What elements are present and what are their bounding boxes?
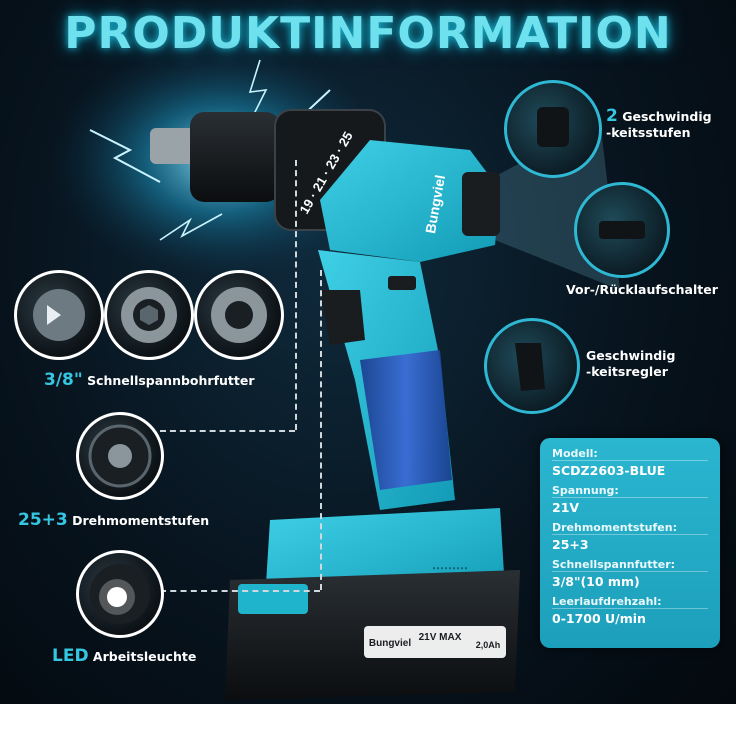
torque-detail — [76, 412, 164, 500]
spec-panel: Modell: SCDZ2603-BLUE Spannung: 21V Dreh… — [540, 438, 720, 648]
battery-brand: Bungviel — [369, 638, 411, 649]
chuck-nose — [150, 128, 200, 164]
spec-value: 25+3 — [552, 534, 708, 553]
trigger-detail — [484, 318, 580, 414]
chuck-detail-3 — [194, 270, 284, 360]
leader-led — [160, 590, 320, 592]
chuck-detail-2 — [104, 270, 194, 360]
lightning-4 — [248, 59, 268, 123]
spec-label: Schnellspannfutter: — [552, 558, 676, 571]
regulator-label: Geschwindig -keitsregler — [586, 348, 676, 379]
speed-switch-icon — [537, 107, 569, 147]
spec-value: 21V — [552, 497, 708, 516]
led-label: LED Arbeitsleuchte — [52, 646, 197, 666]
bottom-border — [0, 704, 736, 736]
grip-panel — [360, 350, 452, 490]
leader-led-up — [320, 270, 322, 590]
battery-clip — [238, 584, 308, 614]
chuck-label: 3/8" Schnellspannbohrfutter — [44, 370, 255, 390]
spec-label: Modell: — [552, 447, 598, 460]
spec-value: SCDZ2603-BLUE — [552, 460, 708, 479]
reverse-switch-icon — [599, 221, 645, 239]
trigger-icon — [515, 343, 545, 391]
spec-value: 3/8"(10 mm) — [552, 571, 708, 590]
torque-label: 25+3 Drehmomentstufen — [18, 510, 210, 530]
leader-torque — [160, 430, 295, 432]
battery-capacity: 2,0Ah — [476, 640, 501, 650]
chuck-icon — [33, 289, 85, 341]
led-detail — [76, 550, 164, 638]
base-engraving: ⋯⋯⋯ — [432, 561, 468, 575]
reverse-switch-detail — [574, 182, 670, 278]
trigger — [320, 290, 365, 345]
reverse-lever — [388, 276, 416, 290]
led-icon — [90, 564, 150, 624]
lightning-3 — [159, 213, 223, 241]
drill-body — [320, 140, 500, 262]
leader-chuck — [295, 160, 297, 430]
spec-value: 0-1700 U/min — [552, 608, 708, 627]
lightning-1 — [89, 129, 161, 183]
reverse-label: Vor-/Rücklaufschalter — [566, 282, 718, 297]
top-switch — [462, 172, 500, 236]
speeds-label: 2 Geschwindig -keitsstufen — [606, 106, 712, 141]
battery-voltage: 21V MAX — [419, 632, 462, 643]
round-bit-icon — [211, 287, 267, 343]
spec-label: Drehmomentstufen: — [552, 521, 677, 534]
spec-label: Leerlaufdrehzahl: — [552, 595, 662, 608]
spec-label: Spannung: — [552, 484, 619, 497]
torque-ring-icon — [88, 424, 152, 488]
speed-switch-detail — [504, 80, 602, 178]
hex-bit-icon — [121, 287, 177, 343]
chuck-detail-1 — [14, 270, 104, 360]
